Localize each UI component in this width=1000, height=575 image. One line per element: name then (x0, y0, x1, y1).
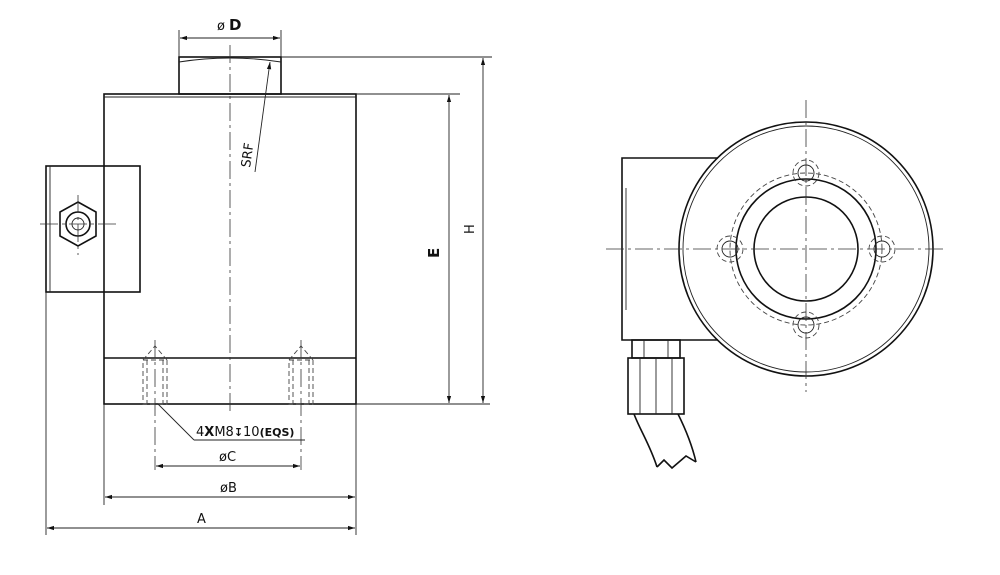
cable-break (656, 455, 697, 470)
front-view: ø D SRF E H 4XM8↧10(EQS) øC øB A (40, 16, 492, 535)
srf-label: SRF (239, 142, 257, 169)
threaded-hole-left (142, 340, 168, 470)
threaded-hole-right (288, 340, 314, 470)
top-view (606, 100, 946, 470)
dim-c-label: øC (219, 450, 236, 465)
dim-e-label: E (425, 248, 443, 258)
connector-box (45, 165, 141, 293)
thread-leader (157, 403, 195, 441)
cable-gland (627, 339, 685, 415)
dim-d-label: D (229, 16, 241, 34)
dim-a-label: A (197, 512, 206, 527)
dim-d-symbol: ø (217, 19, 225, 34)
srf-leader (254, 61, 272, 173)
dim-h-label: H (463, 224, 478, 234)
thread-callout: 4XM8↧10(EQS) (196, 425, 294, 440)
dim-b-label: øB (220, 481, 237, 496)
cable (633, 413, 697, 468)
